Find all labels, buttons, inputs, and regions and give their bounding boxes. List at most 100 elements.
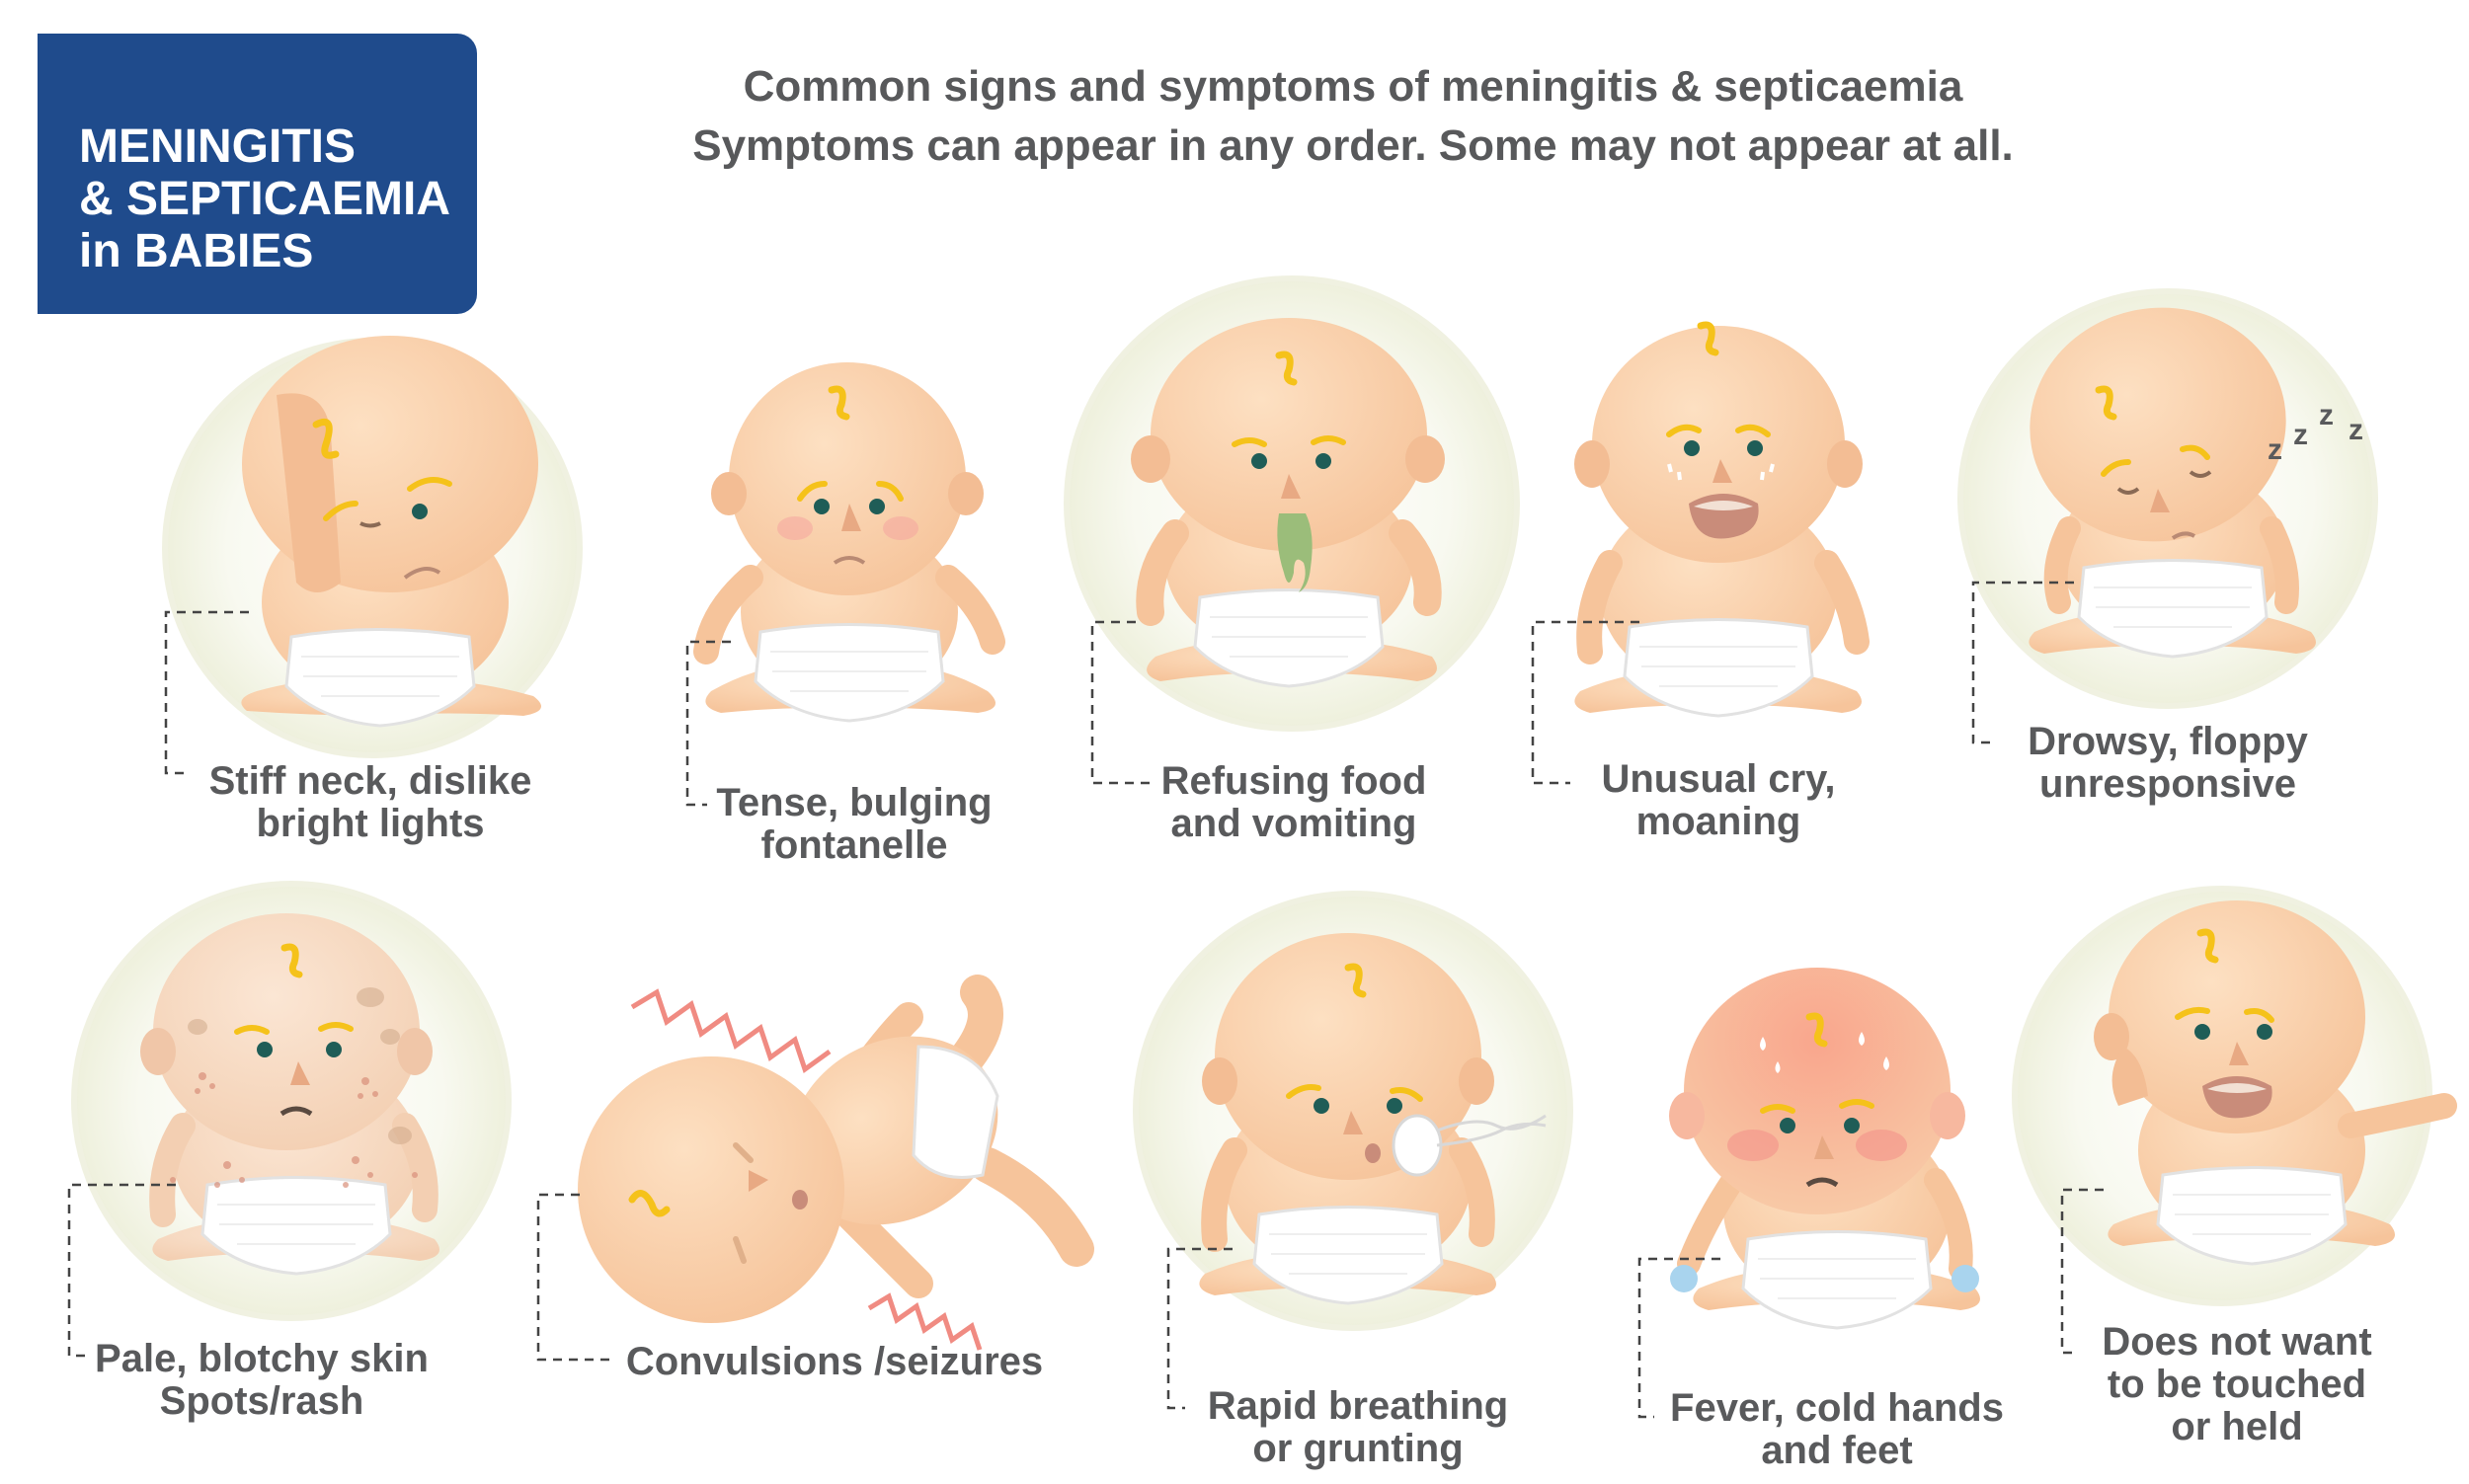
header: Common signs and symptoms of meningitis …	[553, 57, 2153, 176]
label-line: Spots/rash	[159, 1379, 364, 1423]
seizure-zigzag-icon	[867, 1292, 983, 1351]
teeth	[2207, 1083, 2267, 1093]
head	[1592, 326, 1845, 563]
baby-stiff-neck	[241, 336, 541, 728]
ear	[1405, 435, 1445, 483]
arms	[2043, 516, 2299, 614]
closed-eye	[359, 521, 381, 528]
label-line: unresponsive	[2038, 762, 2297, 806]
hair-icon	[1275, 351, 1298, 386]
mouth	[1365, 1143, 1381, 1163]
nose	[1343, 1111, 1363, 1134]
nose	[290, 1061, 310, 1085]
mouth	[2171, 531, 2196, 540]
arms	[1576, 550, 1870, 664]
arms	[1201, 1137, 1495, 1252]
ear	[397, 1028, 433, 1075]
leg	[970, 1147, 1094, 1267]
header-line-1: Common signs and symptoms of meningitis …	[743, 62, 1963, 111]
ear	[140, 1028, 176, 1075]
eyebrow	[234, 1022, 354, 1035]
title-box: MENINGITIS & SEPTICAEMIA in BABIES	[38, 34, 477, 314]
eyebrow	[2101, 444, 2210, 477]
label-line: Does not want	[2102, 1320, 2372, 1364]
leader-touch-averse	[2060, 1188, 2104, 1355]
label-vomiting: Refusing food and vomiting	[1136, 760, 1452, 845]
leader-fever	[1637, 1257, 1720, 1419]
hair-icon	[1344, 963, 1367, 998]
teeth	[1694, 501, 1753, 510]
label-line: Drowsy, floppy	[2028, 720, 2308, 763]
ear	[2094, 1013, 2129, 1060]
title-line-1: MENINGITIS	[79, 120, 357, 173]
nose	[1814, 1135, 1834, 1159]
hair-icon	[1697, 321, 1719, 356]
hair-icon	[1805, 1012, 1828, 1048]
baby-convulsions	[578, 975, 1094, 1351]
baby-drowsy	[2029, 307, 2316, 659]
head	[2109, 900, 2365, 1133]
ear	[1202, 1057, 1237, 1105]
label-fontanelle: Tense, bulging fontanelle	[691, 782, 1017, 867]
eye	[1684, 440, 1700, 456]
eyebrow	[407, 477, 452, 492]
label-stiff-neck: Stiff neck, dislike bright lights	[183, 760, 558, 845]
baby-crying	[1574, 321, 1870, 718]
eyebrow	[323, 501, 358, 521]
nose	[1712, 459, 1732, 483]
eye	[1315, 453, 1331, 469]
ear	[1669, 1092, 1705, 1139]
label-line: fontanelle	[760, 823, 948, 867]
label-fever: Fever, cold hands and feet	[1649, 1387, 2025, 1472]
diaper	[912, 1045, 999, 1179]
ear	[711, 472, 747, 515]
leader-pale	[67, 1183, 176, 1358]
eye	[1314, 1098, 1329, 1114]
leader-rapid-breathing	[1166, 1247, 1233, 1410]
breath-puff-icon	[1392, 1114, 1443, 1177]
tear-icon	[1667, 463, 1775, 481]
vomit-icon	[1277, 513, 1313, 592]
leader-fontanelle	[685, 640, 731, 807]
closed-eye	[2116, 470, 2212, 495]
label-line: Refusing food	[1160, 759, 1427, 803]
baby-vomiting	[1131, 318, 1445, 688]
eyebrow	[1760, 1099, 1874, 1114]
baby-touch-averse	[2094, 900, 2457, 1266]
eye	[2257, 1024, 2272, 1040]
eye	[412, 504, 428, 519]
ear	[1930, 1092, 1965, 1139]
label-line: and feet	[1761, 1429, 1913, 1472]
eye	[1747, 440, 1763, 456]
ear	[948, 472, 984, 515]
nose	[2229, 1042, 2249, 1065]
arm	[835, 1200, 933, 1298]
baby-fever	[1669, 968, 1980, 1330]
eye	[869, 499, 885, 514]
leader-drowsy	[1971, 581, 2074, 744]
leader-convulsions	[536, 1193, 610, 1362]
label-touch-averse: Does not want to be touched or held	[2074, 1321, 2400, 1448]
leg	[950, 975, 1003, 1074]
hair-icon	[2095, 385, 2117, 421]
label-line: Fever, cold hands	[1670, 1386, 2004, 1430]
head	[1151, 318, 1427, 551]
eye	[814, 499, 830, 514]
head	[578, 1056, 844, 1323]
label-drowsy: Drowsy, floppy unresponsive	[2005, 721, 2331, 806]
mouth	[1805, 1177, 1839, 1188]
leader-crying	[1531, 620, 1639, 785]
nose	[1281, 474, 1301, 499]
mouth	[403, 567, 441, 580]
label-crying: Unusual cry, moaning	[1560, 758, 1876, 843]
baby-pale-rash	[140, 913, 439, 1276]
ear	[1574, 440, 1610, 488]
cold-hand-icon	[1670, 1265, 1979, 1292]
label-line: Unusual cry,	[1601, 757, 1836, 801]
nose	[841, 504, 861, 531]
hair-icon	[628, 1190, 671, 1217]
eye	[2194, 1024, 2210, 1040]
leader-vomiting	[1090, 620, 1155, 785]
eye	[1844, 1118, 1860, 1133]
